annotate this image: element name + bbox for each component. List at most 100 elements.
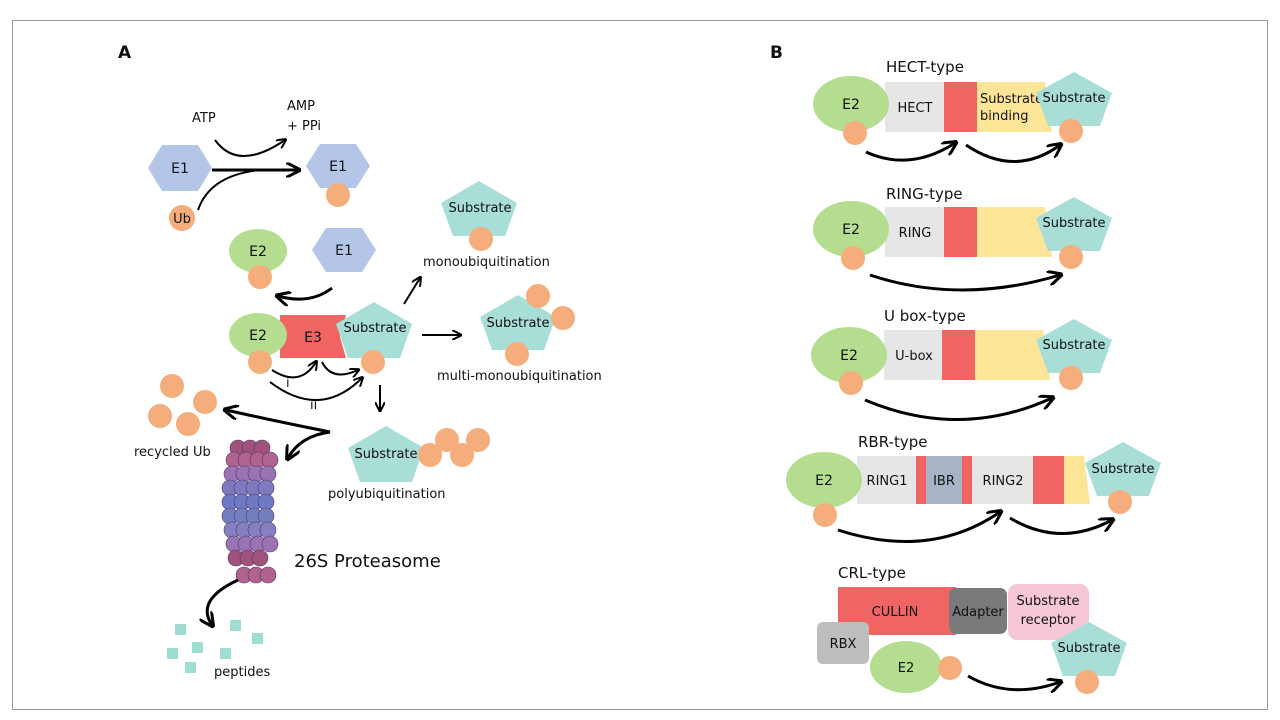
to-proteasome-arrow <box>288 430 331 458</box>
degradation-arrow <box>207 578 239 625</box>
ring-arrow <box>869 275 1060 292</box>
figure-frame <box>12 20 1268 710</box>
amp-label: AMP <box>287 99 315 114</box>
crl-arrow <box>967 674 1060 690</box>
proteasome-subunit <box>259 566 277 584</box>
crl-receptor-label-2: receptor <box>1021 613 1077 628</box>
hect-arrow-2 <box>965 145 1060 163</box>
ppi-label: + PPi <box>287 119 321 134</box>
rbr-ring1-label: RING1 <box>867 474 908 489</box>
e1-label-2: E1 <box>329 159 347 175</box>
ubox-e2: E2 <box>811 327 887 395</box>
ring-substrate: Substrate <box>1036 197 1112 269</box>
proteasome-subunit <box>251 549 269 567</box>
crl-e2: E2 <box>870 641 962 693</box>
e1-label-3: E1 <box>335 243 353 259</box>
e3-enzyme: E3 <box>280 315 346 358</box>
proteasome-subunit <box>261 451 279 469</box>
mono-label: monoubiquitination <box>423 255 550 270</box>
rbr-ring2-label: RING2 <box>983 474 1024 489</box>
path-i-arrow-2 <box>321 361 358 375</box>
ubox-substrate: Substrate <box>1036 319 1112 390</box>
multi-substrate-label: Substrate <box>486 316 549 331</box>
hect-binding-label-1: Substrate <box>980 92 1043 107</box>
path-i-arrow-1 <box>271 362 316 379</box>
ring-e2-label: E2 <box>842 222 860 238</box>
ub-molecule: Ub <box>169 205 195 231</box>
peptides-icon <box>167 620 263 673</box>
multi-substrate: Substrate <box>480 284 575 366</box>
crl-cullin-label: CULLIN <box>872 605 919 620</box>
e2-enzyme-2: E2 <box>229 313 287 374</box>
e2-label: E2 <box>249 244 267 260</box>
rbr-arrow-2 <box>1009 516 1112 535</box>
complex-substrate-label: Substrate <box>343 321 406 336</box>
proteasome-subunit <box>259 521 277 539</box>
hect-domain-label: HECT <box>897 101 932 116</box>
ubox-e3: U-box <box>884 330 1050 380</box>
proteasome-subunit <box>261 535 279 553</box>
crl-substrate-label: Substrate <box>1057 641 1120 656</box>
poly-substrate: Substrate <box>348 426 490 482</box>
multi-label: multi-monoubiquitination <box>437 369 602 384</box>
e3-label: E3 <box>304 330 322 346</box>
mono-substrate: Substrate <box>441 181 517 251</box>
e2-label-2: E2 <box>249 328 267 344</box>
e1-ub-complex: E1 <box>306 144 370 207</box>
ubox-e2-label: E2 <box>840 348 858 364</box>
recycled-label: recycled Ub <box>134 445 211 460</box>
ring-e3: RING <box>885 207 1052 257</box>
poly-label: polyubiquitination <box>328 487 446 502</box>
crl-substrate: Substrate <box>1051 622 1127 694</box>
hect-binding-label-2: binding <box>980 109 1028 124</box>
recycled-ub <box>148 374 217 436</box>
ub-label: Ub <box>173 212 191 227</box>
crl-adapter-label: Adapter <box>952 605 1004 620</box>
e1-to-e2-arrow <box>278 286 333 299</box>
rbr-e2-label: E2 <box>815 473 833 489</box>
amp-release-arrow <box>214 140 285 157</box>
atp-label: ATP <box>192 111 216 126</box>
mono-substrate-label: Substrate <box>448 201 511 216</box>
ubox-title: U box-type <box>884 307 966 325</box>
ring-e2: E2 <box>813 201 889 270</box>
ubox-substrate-label: Substrate <box>1042 338 1105 353</box>
rbr-e2: E2 <box>786 452 862 527</box>
panel-b-label: B <box>770 43 783 63</box>
rbr-ibr-label: IBR <box>933 474 955 489</box>
crl-receptor-label-1: Substrate <box>1016 594 1079 609</box>
rbr-title: RBR-type <box>858 433 927 451</box>
rbr-arrow-1 <box>837 512 1000 543</box>
rbr-substrate-label: Substrate <box>1091 462 1154 477</box>
poly-substrate-label: Substrate <box>354 447 417 462</box>
ub-join-arrow <box>197 169 261 211</box>
path-ii-label: ii <box>310 398 317 413</box>
ring-title: RING-type <box>886 185 963 203</box>
proteasome-icon <box>221 439 279 584</box>
hect-e2: E2 <box>813 76 889 145</box>
mono-arrow <box>403 278 420 305</box>
proteasome-subunit <box>257 479 275 497</box>
hect-title: HECT-type <box>886 58 964 76</box>
crl-e2-label: E2 <box>898 661 915 676</box>
hect-substrate-label: Substrate <box>1042 91 1105 106</box>
rbr-substrate: Substrate <box>1085 442 1161 514</box>
proteasome-subunit <box>257 507 275 525</box>
e1-enzyme: E1 <box>148 145 212 191</box>
proteasome-subunit <box>259 465 277 483</box>
ring-substrate-label: Substrate <box>1042 216 1105 231</box>
hect-arrow-1 <box>865 143 955 162</box>
crl-complex: CULLIN Adapter Substrate receptor RBX <box>817 584 1089 664</box>
ubox-domain-label: U-box <box>895 349 933 364</box>
proteasome-label: 26S Proteasome <box>294 551 441 572</box>
e1-enzyme-2: E1 <box>312 228 376 272</box>
panel-a-label: A <box>118 43 132 63</box>
ring-domain-label: RING <box>899 226 932 241</box>
proteasome-subunit <box>257 493 275 511</box>
path-ii-arrow <box>269 378 362 402</box>
rbr-e3: RING1 IBR RING2 <box>857 456 1090 504</box>
hect-substrate: Substrate <box>1036 72 1112 143</box>
e1-label: E1 <box>171 161 189 177</box>
path-i-label: i <box>286 376 290 391</box>
ubox-arrow <box>864 398 1052 421</box>
